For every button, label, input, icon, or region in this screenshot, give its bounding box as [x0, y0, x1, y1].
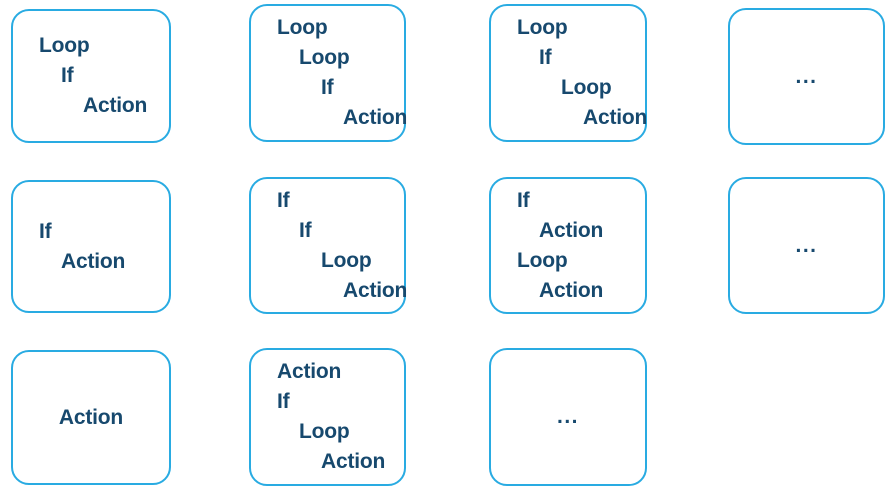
code-line-action: Action — [539, 278, 604, 302]
code-line-loop: Loop — [561, 76, 612, 99]
card-ellipsis-r3[interactable]: ... — [489, 348, 647, 486]
code-line-action: Action — [343, 278, 408, 302]
code-line-if: If — [539, 46, 552, 69]
code-line-if: If — [39, 219, 52, 243]
card-lines: ... — [730, 231, 883, 261]
card-lines: Action — [13, 403, 169, 433]
code-line-action: Action — [61, 249, 126, 273]
code-line-action: Action — [277, 360, 342, 383]
code-line-if: If — [61, 64, 74, 87]
code-line-loop: Loop — [517, 248, 568, 272]
card-ellipsis-r1[interactable]: ... — [728, 8, 885, 145]
code-line-if: If — [277, 188, 290, 212]
card-lines: ... — [730, 62, 883, 92]
card-action[interactable]: Action — [11, 350, 171, 485]
code-line-loop: Loop — [299, 46, 350, 69]
code-line-loop: Loop — [39, 34, 90, 57]
code-line-loop: Loop — [321, 248, 372, 272]
code-line-if: If — [277, 390, 290, 413]
code-line-if: If — [321, 76, 334, 99]
ellipsis-label: ... — [795, 233, 818, 257]
code-line-if: If — [517, 188, 530, 212]
code-line-action: Action — [583, 106, 648, 129]
card-lines: ... — [491, 402, 645, 432]
card-ellipsis-r2[interactable]: ... — [728, 177, 885, 314]
code-line-if: If — [299, 218, 312, 242]
code-line-action: Action — [539, 218, 604, 242]
code-line-action: Action — [321, 450, 386, 473]
ellipsis-label: ... — [795, 64, 818, 88]
code-line-loop: Loop — [517, 16, 568, 39]
code-line-action: Action — [83, 94, 148, 117]
code-line-loop: Loop — [277, 16, 328, 39]
code-line-action: Action — [343, 106, 408, 129]
code-line-action: Action — [58, 405, 124, 429]
code-line-loop: Loop — [299, 420, 350, 443]
ellipsis-label: ... — [556, 405, 579, 428]
